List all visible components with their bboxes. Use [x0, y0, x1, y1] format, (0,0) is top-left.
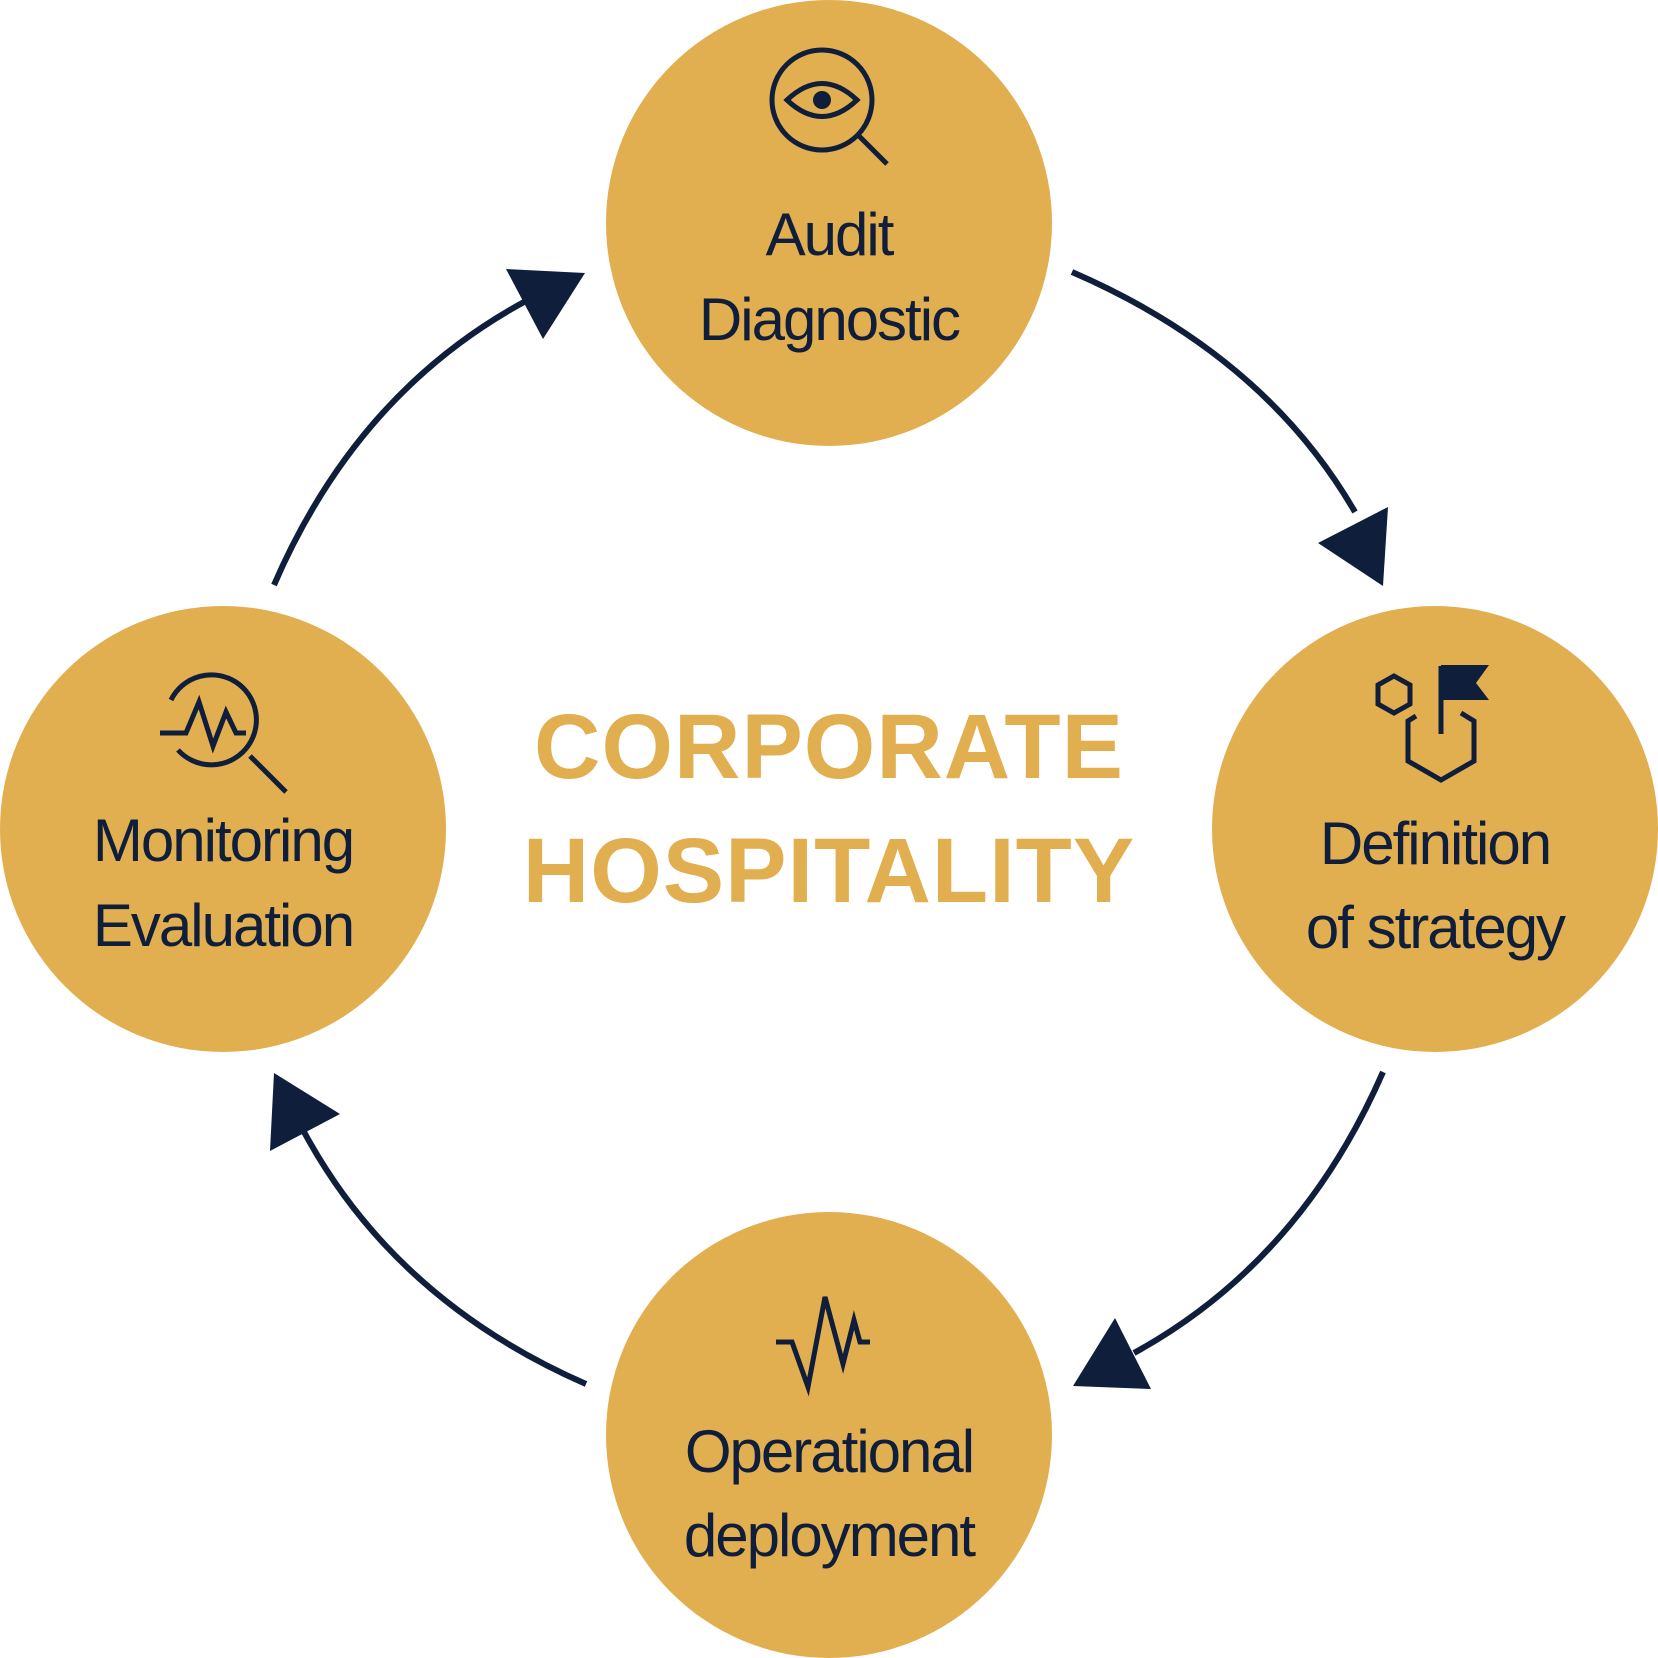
node-circle: [1212, 606, 1658, 1052]
node-circle: [606, 1212, 1052, 1658]
node-label-line2: deployment: [684, 1502, 977, 1569]
node-label-line1: Definition: [1320, 810, 1550, 877]
node-audit-diagnostic: Audit Diagnostic: [606, 0, 1052, 446]
node-definition-of-strategy: Definition of strategy: [1212, 606, 1658, 1052]
node-label-line2: of strategy: [1306, 894, 1566, 961]
arrows: [270, 269, 1388, 1389]
node-operational-deployment: Operational deployment: [606, 1212, 1052, 1658]
node-label-line1: Operational: [685, 1418, 973, 1485]
node-label-line2: Diagnostic: [699, 286, 960, 353]
title-line1: CORPORATE: [534, 696, 1124, 798]
pulse-magnifier-icon: [160, 672, 288, 794]
title-line2: HOSPITALITY: [523, 820, 1135, 922]
eye-pupil: [813, 91, 831, 109]
arrow-audit-to-strategy: [1070, 269, 1388, 586]
node-label-line1: Audit: [766, 201, 895, 268]
arrow-deployment-to-monitoring: [270, 1073, 588, 1387]
arrow-strategy-to-deployment: [1073, 1070, 1386, 1389]
node-label-line1: Monitoring: [93, 807, 353, 874]
node-monitoring-evaluation: Monitoring Evaluation: [0, 606, 446, 1052]
flag-fill: [1441, 665, 1489, 700]
node-circle: [0, 606, 446, 1052]
node-label-line2: Evaluation: [93, 892, 353, 959]
arrow-monitoring-to-audit: [271, 269, 585, 587]
node-circle: [606, 0, 1052, 446]
eye-magnifier-icon: [769, 47, 889, 166]
center-title: CORPORATE HOSPITALITY: [523, 696, 1135, 922]
pulse-icon: [776, 1296, 870, 1397]
